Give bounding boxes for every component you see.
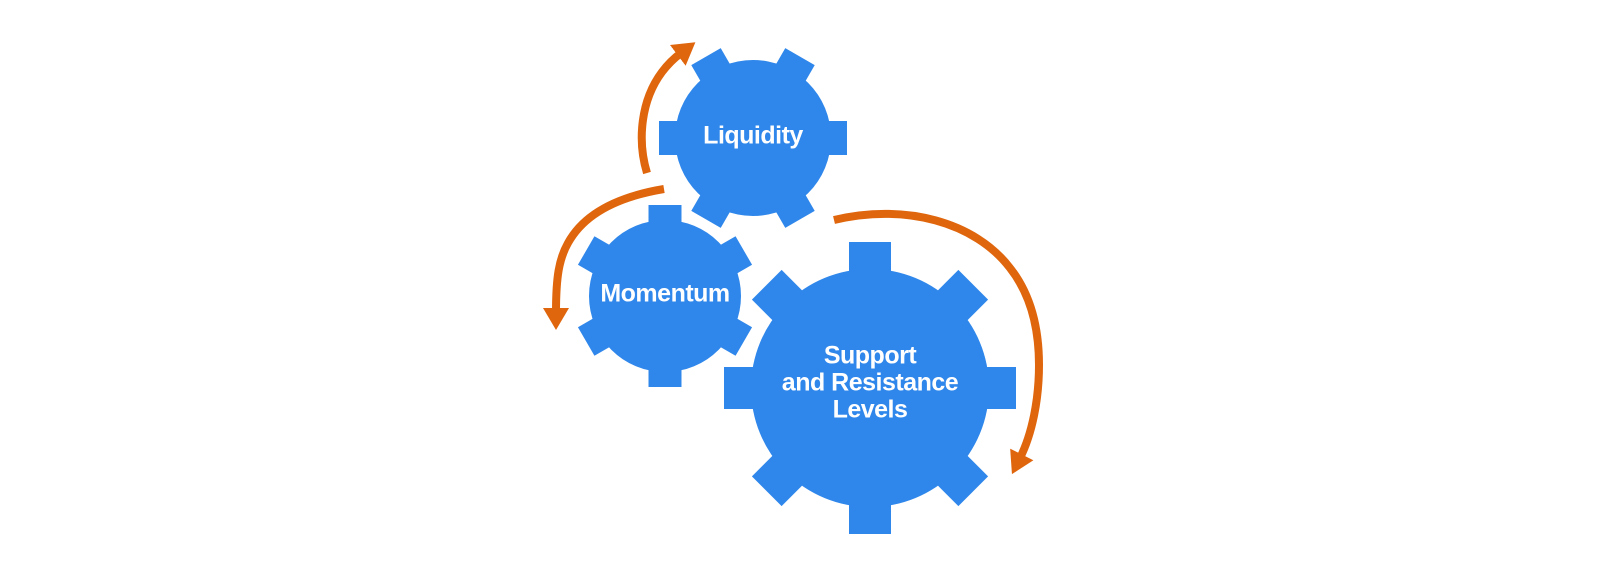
gear-tooth (929, 447, 989, 507)
gear-tooth (691, 184, 736, 228)
gear-tooth (724, 367, 765, 409)
gear-body (589, 220, 741, 372)
gear-tooth (770, 48, 815, 92)
gear-tooth (849, 493, 891, 534)
gear-tooth (817, 121, 847, 155)
gear-body (751, 269, 989, 507)
gear-support-resistance-levels (724, 242, 1016, 534)
gear-tooth (710, 312, 753, 356)
gear-tooth (648, 358, 682, 387)
gear-tooth (929, 269, 989, 329)
gear-tooth (849, 242, 891, 283)
gear-tooth (691, 48, 736, 92)
gear-tooth (577, 312, 620, 356)
gear-tooth (770, 184, 815, 228)
gear-momentum (577, 205, 753, 387)
curved-arrow-momentum-icon (543, 185, 665, 330)
gear-tooth (577, 236, 620, 280)
gear-tooth (751, 269, 811, 329)
curved-arrow-support-resistance-icon (833, 209, 1044, 475)
gear-tooth (659, 121, 689, 155)
gear-liquidity (659, 48, 847, 228)
gear-tooth (648, 205, 682, 234)
gear-tooth (751, 447, 811, 507)
curved-arrow-liquidity-icon (637, 42, 696, 175)
gear-tooth (975, 367, 1016, 409)
gear-body (675, 60, 831, 216)
gear-tooth (710, 236, 753, 280)
